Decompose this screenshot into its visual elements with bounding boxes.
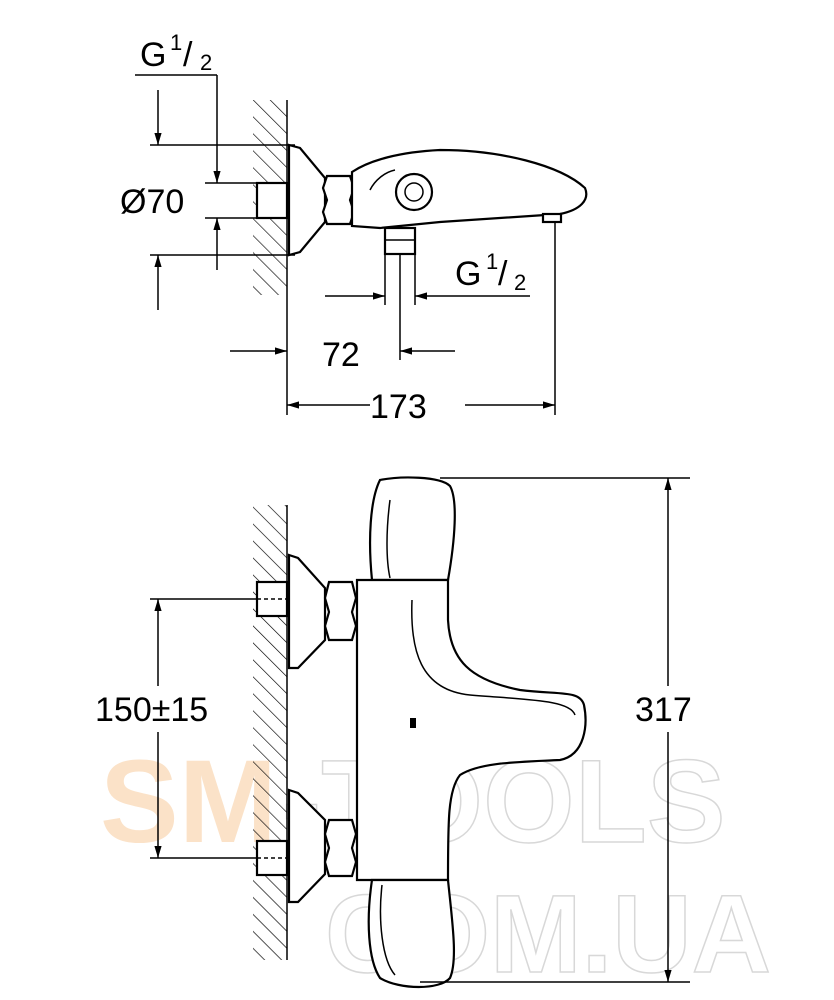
- front-view: 150±15 317: [95, 476, 692, 988]
- control-knob: [394, 172, 434, 212]
- svg-text:G: G: [455, 255, 481, 293]
- dim-72: 72: [322, 336, 360, 374]
- svg-text:2: 2: [514, 270, 526, 295]
- dim-thread-top: G 1 / 2: [135, 30, 221, 183]
- union-nut: [321, 174, 356, 226]
- svg-text:/: /: [498, 255, 508, 293]
- lower-inlet: [255, 788, 358, 904]
- diameter-label: Ø70: [120, 183, 184, 221]
- upper-inlet: [255, 553, 358, 670]
- svg-text:G: G: [140, 36, 166, 74]
- temperature-handle: [369, 476, 456, 582]
- watermark-sm: SM: [100, 736, 277, 868]
- dim-173: 173: [370, 388, 427, 426]
- dim-inlet-centers: 150±15: [95, 691, 208, 729]
- svg-text:1: 1: [486, 249, 498, 274]
- dim-height: 317: [635, 691, 692, 729]
- svg-text:1: 1: [170, 30, 182, 55]
- rosette: [287, 143, 327, 257]
- spout-outlet: [541, 212, 563, 224]
- inlet-fitting: [255, 181, 289, 220]
- outlet-connection: [383, 226, 417, 256]
- wall-hatching: [253, 505, 287, 960]
- dim-thread-outlet: G 1 / 2: [325, 249, 530, 305]
- svg-text:2: 2: [200, 50, 212, 75]
- flow-handle: [367, 878, 456, 988]
- top-view: G 1 / 2 Ø70 G 1 / 2 72: [120, 30, 588, 426]
- mixer-body-front: [355, 578, 587, 882]
- svg-text:/: /: [183, 36, 193, 74]
